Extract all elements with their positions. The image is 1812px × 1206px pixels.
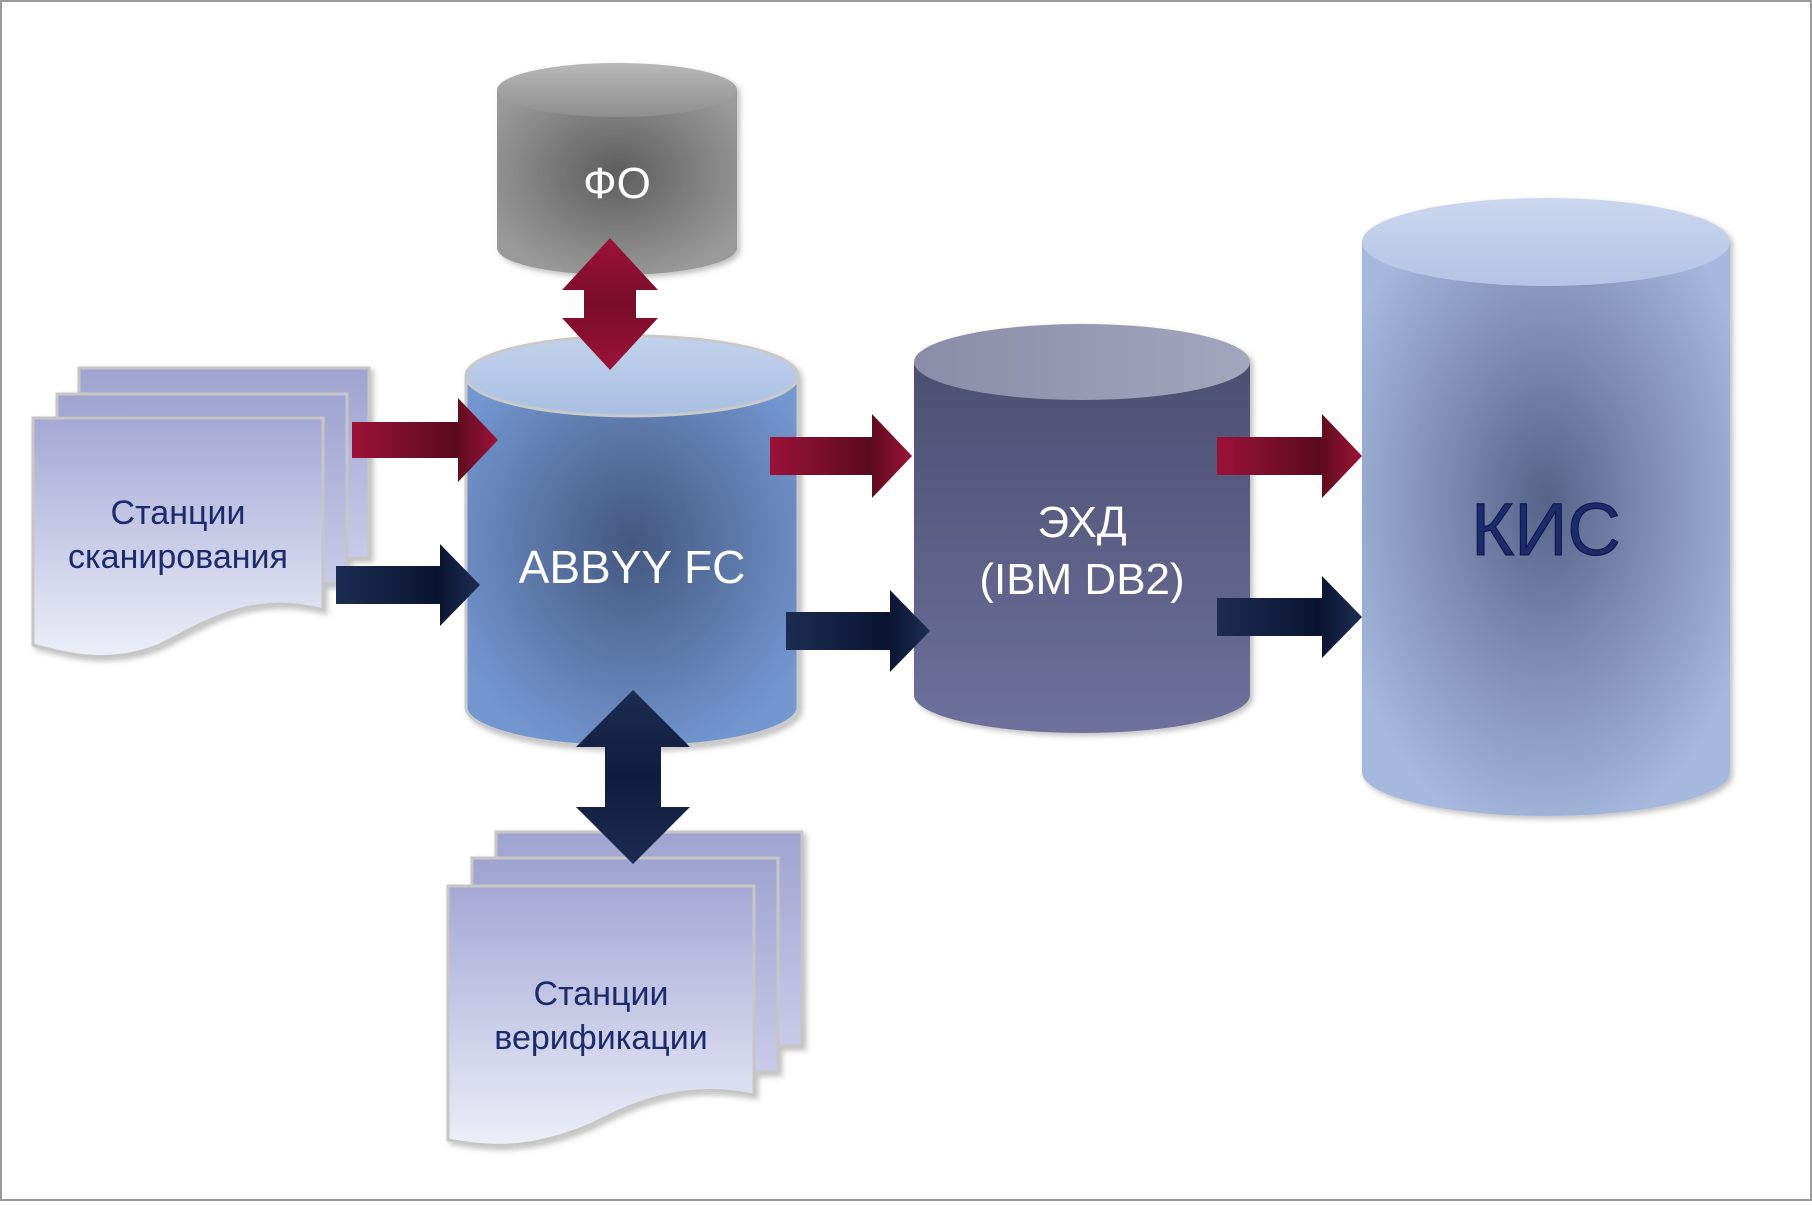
verify-doc-front: [446, 884, 756, 1147]
arrow-scan-to-abbyy-red: [352, 398, 498, 482]
ehd-cylinder-body: [914, 362, 1250, 733]
arrow-abbyy-to-ehd-navy: [786, 590, 930, 672]
arrow-abbyy-to-ehd-red: [770, 414, 912, 498]
arrow-scan-to-abbyy-navy: [336, 544, 480, 626]
verify-stations-stack: Станции верификации: [446, 830, 804, 1147]
arrow-ehd-to-kis-red: [1217, 414, 1362, 498]
kis-cylinder-top: [1362, 198, 1730, 286]
kis-cylinder: КИС: [1362, 198, 1730, 816]
scan-stations-stack: Станции сканирования: [31, 366, 371, 659]
scan-label-line2: сканирования: [68, 538, 288, 576]
kis-label: КИС: [1471, 488, 1621, 571]
ehd-label-line1: ЭХД: [1037, 498, 1126, 547]
arrow-fo-abbyy-bidirectional: [562, 238, 658, 370]
scan-label-line1: Станции: [111, 494, 246, 532]
scan-doc-front: [31, 416, 325, 659]
ehd-cylinder: ЭХД (IBM DB2): [914, 324, 1250, 733]
arrow-ehd-to-kis-navy: [1217, 576, 1362, 658]
kis-cylinder-body: [1362, 242, 1730, 816]
fo-label: ФО: [583, 159, 651, 208]
fo-cylinder-body: [497, 90, 737, 275]
abbyy-label: ABBYY FC: [519, 541, 746, 593]
fo-cylinder: ФО: [497, 63, 737, 275]
ehd-cylinder-top: [914, 324, 1250, 400]
abbyy-cylinder-top: [464, 334, 800, 418]
verify-label-line2: верификации: [494, 1019, 707, 1057]
arrow-abbyy-verify-bidirectional: [576, 690, 690, 864]
abbyy-cylinder: ABBYY FC: [464, 334, 800, 749]
fo-cylinder-top: [497, 63, 737, 117]
verify-label-line1: Станции: [534, 975, 669, 1013]
ehd-label-line2: (IBM DB2): [979, 555, 1184, 604]
